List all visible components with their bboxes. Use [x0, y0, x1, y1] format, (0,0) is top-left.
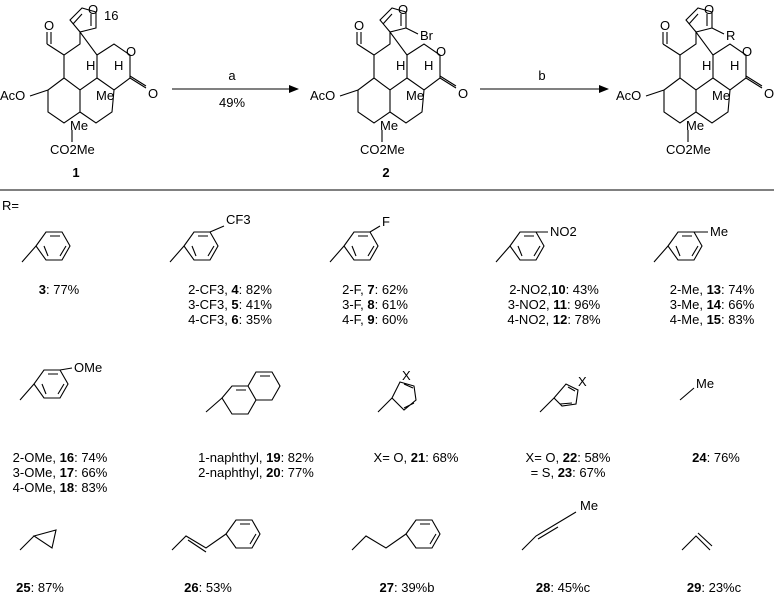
- compound-2-label: 2: [382, 165, 389, 180]
- compound-1-structure: O 16 O AcO H H O O Me Me CO2Me 1: [0, 2, 158, 180]
- yield-caption-e24: 24: 76%: [676, 450, 756, 465]
- substituent-fragments: [19, 225, 713, 553]
- label-no2: NO2: [550, 224, 577, 239]
- c2-me2: Me: [380, 118, 398, 133]
- c2-o-furan: O: [398, 2, 408, 17]
- label-x1: X: [402, 368, 411, 383]
- c1-pos16: 16: [104, 8, 118, 23]
- c1-lactone-o: O: [148, 86, 158, 101]
- label-me24: Me: [696, 376, 714, 391]
- yield-line: 2-F, 7: 62%: [342, 282, 408, 297]
- c3-ester: CO2Me: [666, 142, 711, 157]
- yield-line: 29: 23%c: [686, 580, 742, 595]
- yield-line: 27: 39%b: [379, 580, 435, 595]
- yield-caption-e16: 2-OMe, 16: 74%3-OMe, 17: 66%4-OMe, 18: 8…: [0, 450, 120, 495]
- c3-lactone-o: O: [764, 86, 774, 101]
- yield-line: 4-OMe, 18: 83%: [12, 480, 108, 495]
- yield-line: 2-CF3, 4: 82%: [188, 282, 272, 297]
- step-a-label: a: [228, 68, 236, 83]
- c2-acetoxy: AcO: [310, 88, 335, 103]
- c1-ester: CO2Me: [50, 142, 95, 157]
- c3-h1: H: [702, 58, 711, 73]
- yield-line: 3-Me, 14: 66%: [669, 297, 755, 312]
- yield-line: 3-F, 8: 61%: [342, 297, 408, 312]
- yield-line: X= O, 21: 68%: [373, 450, 459, 465]
- yield-caption-e4: 2-CF3, 4: 82%3-CF3, 5: 41%4-CF3, 6: 35%: [170, 282, 290, 327]
- product-structure: O R O AcO H H O O Me Me CO2Me: [616, 2, 774, 157]
- c2-h1: H: [396, 58, 405, 73]
- c1-o-furan: O: [88, 2, 98, 17]
- c2-ring-o: O: [436, 44, 446, 59]
- yield-caption-e29: 29: 23%c: [674, 580, 754, 595]
- yield-caption-e22: X= O, 22: 58%= S, 23: 67%: [508, 450, 628, 480]
- c2-me1: Me: [406, 88, 424, 103]
- c3-h2: H: [730, 58, 739, 73]
- yield-line: 2-NO2,10: 43%: [509, 282, 599, 297]
- yield-line: 4-CF3, 6: 35%: [188, 312, 272, 327]
- c3-me1: Me: [712, 88, 730, 103]
- yield-line: 4-Me, 15: 83%: [669, 312, 755, 327]
- compound-1-label: 1: [72, 165, 79, 180]
- yield-line: 4-NO2, 12: 78%: [507, 312, 601, 327]
- yield-line: 2-Me, 13: 74%: [669, 282, 755, 297]
- label-me: Me: [710, 224, 728, 239]
- yield-caption-e25: 25: 87%: [0, 580, 80, 595]
- yield-line: 25: 87%: [16, 580, 64, 595]
- label-f: F: [382, 214, 390, 229]
- c1-me2: Me: [70, 118, 88, 133]
- c2-ketone-o: O: [354, 18, 364, 33]
- yield-line: 26: 53%: [184, 580, 232, 595]
- c2-lactone-o: O: [458, 86, 468, 101]
- label-ome: OMe: [74, 360, 102, 375]
- label-x2: X: [578, 374, 587, 389]
- c2-ester: CO2Me: [360, 142, 405, 157]
- yield-caption-e7: 2-F, 7: 62%3-F, 8: 61%4-F, 9: 60%: [330, 282, 420, 327]
- yield-caption-e26: 26: 53%: [168, 580, 248, 595]
- yield-line: 3-OMe, 17: 66%: [12, 465, 108, 480]
- yield-line: 24: 76%: [692, 450, 740, 465]
- yield-caption-e19: 1-naphthyl, 19: 82%2-naphthyl, 20: 77%: [186, 450, 326, 480]
- yield-line: 28: 45%c: [535, 580, 591, 595]
- yield-line: 3-CF3, 5: 41%: [188, 297, 272, 312]
- c1-ring-o: O: [126, 44, 136, 59]
- c3-acetoxy: AcO: [616, 88, 641, 103]
- step-a-yield: 49%: [219, 95, 245, 110]
- c2-br: Br: [420, 28, 434, 43]
- yield-line: X= O, 22: 58%: [525, 450, 611, 465]
- c1-ketone-o: O: [44, 18, 54, 33]
- yield-caption-e28: 28: 45%c: [508, 580, 618, 595]
- yield-caption-e10: 2-NO2,10: 43%3-NO2, 11: 96%4-NO2, 12: 78…: [494, 282, 614, 327]
- yield-line: 1-naphthyl, 19: 82%: [198, 450, 314, 465]
- arrow-step-b: b: [480, 68, 609, 93]
- yield-line: 2-naphthyl, 20: 77%: [198, 465, 314, 480]
- c3-r: R: [726, 28, 735, 43]
- substituent-labels: CF3 F NO2 Me OMe X X Me Me: [74, 212, 728, 513]
- yield-caption-e13: 2-Me, 13: 74%3-Me, 14: 66%4-Me, 15: 83%: [652, 282, 772, 327]
- c3-ketone-o: O: [660, 18, 670, 33]
- step-b-label: b: [538, 68, 545, 83]
- c1-acetoxy: AcO: [0, 88, 25, 103]
- c1-h2: H: [114, 58, 123, 73]
- c3-ring-o: O: [742, 44, 752, 59]
- yield-line: 2-OMe, 16: 74%: [12, 450, 108, 465]
- c3-me2: Me: [686, 118, 704, 133]
- yield-caption-e3: 3: 77%: [24, 282, 94, 297]
- c2-h2: H: [424, 58, 433, 73]
- yield-line: 3-NO2, 11: 96%: [507, 297, 601, 312]
- label-cf3: CF3: [226, 212, 251, 227]
- arrow-step-a: a 49%: [172, 68, 299, 110]
- yield-line: 4-F, 9: 60%: [342, 312, 408, 327]
- c1-me1: Me: [96, 88, 114, 103]
- yield-line: = S, 23: 67%: [530, 465, 606, 480]
- yield-caption-e27: 27: 39%b: [352, 580, 462, 595]
- yield-caption-e21: X= O, 21: 68%: [346, 450, 486, 465]
- c1-h1: H: [86, 58, 95, 73]
- label-me28: Me: [580, 498, 598, 513]
- compound-2-structure: O Br O AcO H H O O Me Me CO2Me 2: [310, 2, 468, 180]
- c3-o-furan: O: [704, 2, 714, 17]
- yield-line: 3: 77%: [38, 282, 80, 297]
- r-label: R=: [2, 198, 19, 213]
